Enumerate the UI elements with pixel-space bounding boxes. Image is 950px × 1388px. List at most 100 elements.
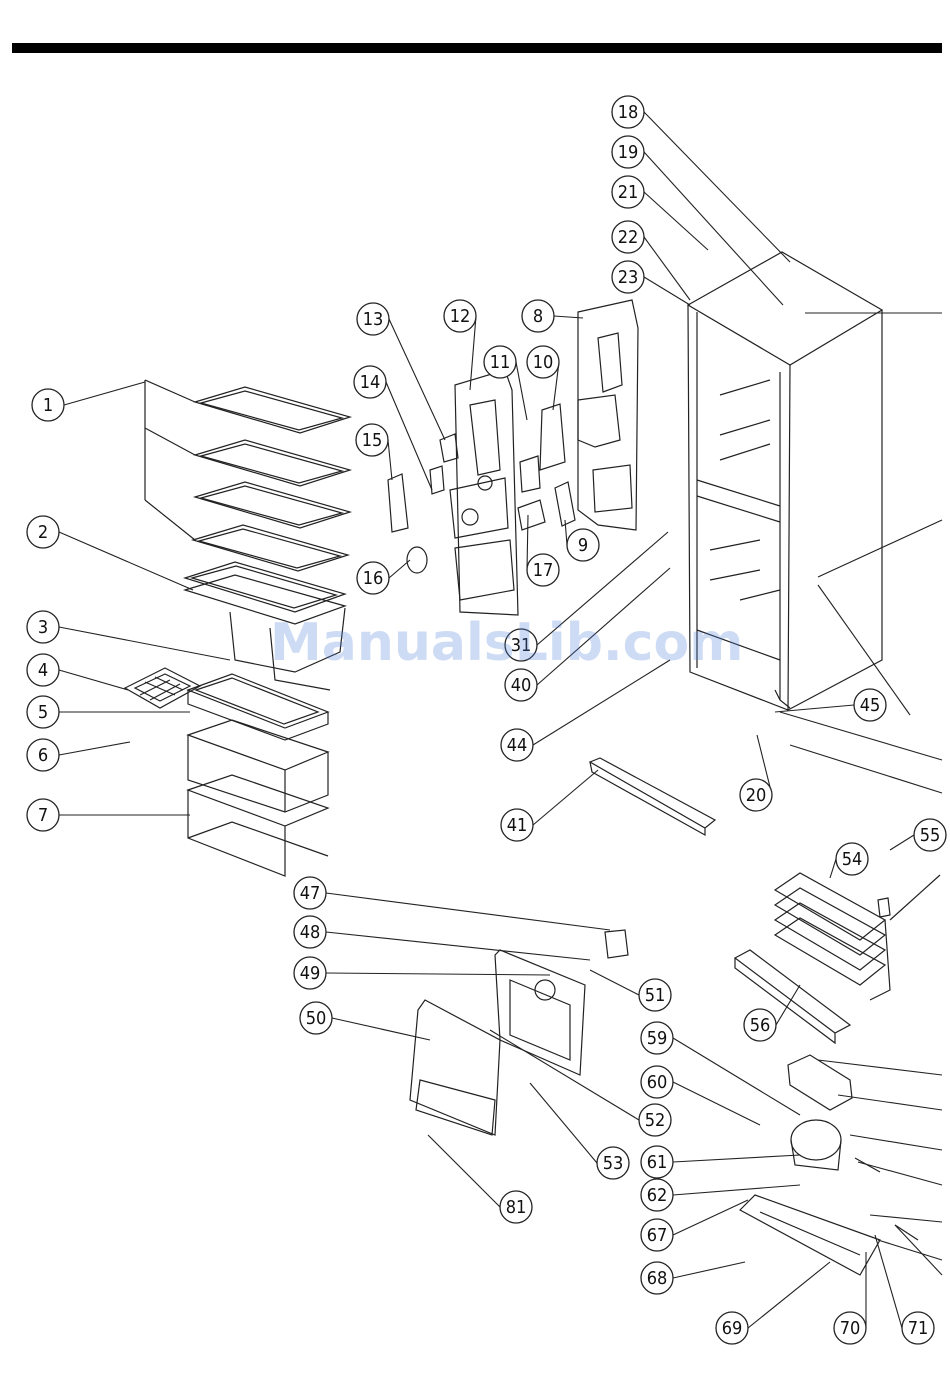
- callout-number-22: 22: [618, 227, 639, 248]
- callout-number-67: 67: [647, 1225, 668, 1246]
- callout-number-51: 51: [645, 985, 666, 1006]
- callout-number-70: 70: [840, 1318, 861, 1339]
- callout-number-60: 60: [647, 1072, 668, 1093]
- leader-line-49: [326, 973, 550, 975]
- callout-number-56: 56: [750, 1015, 771, 1036]
- callout-number-19: 19: [618, 142, 639, 163]
- leader-line-67: [673, 1200, 748, 1235]
- leader-line-6: [59, 742, 130, 755]
- leader-line-offpage: [780, 712, 942, 760]
- leader-line-2: [59, 532, 193, 590]
- callout-number-71: 71: [908, 1318, 929, 1339]
- callout-number-7: 7: [38, 805, 48, 826]
- callout-number-53: 53: [603, 1153, 624, 1174]
- callout-number-81: 81: [506, 1197, 527, 1218]
- leader-line-41: [533, 770, 598, 825]
- leader-line-19: [644, 152, 783, 305]
- leader-line-55: [890, 835, 914, 850]
- callout-number-54: 54: [842, 849, 863, 870]
- callout-number-62: 62: [647, 1185, 668, 1206]
- leader-line-offpage: [858, 1162, 942, 1185]
- egg-tray: [125, 668, 200, 708]
- callout-number-40: 40: [511, 675, 532, 696]
- callout-number-16: 16: [363, 568, 384, 589]
- leader-line-offpage: [818, 520, 942, 577]
- callout-number-2: 2: [38, 522, 48, 543]
- leader-line-15: [388, 440, 392, 480]
- glass-shelves: [193, 387, 350, 571]
- callout-number-41: 41: [507, 815, 528, 836]
- leader-line-69: [748, 1262, 830, 1328]
- callout-number-5: 5: [38, 702, 48, 723]
- parts-linework: [125, 252, 940, 1275]
- leader-line-offpage: [878, 1240, 942, 1260]
- callout-number-18: 18: [618, 102, 639, 123]
- leader-line-81: [428, 1135, 500, 1207]
- callout-number-48: 48: [300, 922, 321, 943]
- leader-line-offpage: [895, 1225, 942, 1275]
- base-plate: [740, 1195, 880, 1275]
- leader-line-52: [490, 1030, 639, 1120]
- freezer-drawers: [188, 674, 328, 876]
- callout-number-47: 47: [300, 883, 321, 904]
- leader-line-53: [530, 1083, 597, 1163]
- callout-number-68: 68: [647, 1268, 668, 1289]
- watermark: ManualsLib.com: [270, 613, 743, 673]
- leader-line-4: [59, 670, 128, 690]
- door-liner: [578, 300, 638, 530]
- callout-number-12: 12: [450, 306, 471, 327]
- callout-number-23: 23: [618, 267, 639, 288]
- callout-number-49: 49: [300, 963, 321, 984]
- kick-plate: [590, 758, 715, 835]
- leader-line-offpage: [818, 1060, 942, 1075]
- callout-number-55: 55: [920, 825, 941, 846]
- callout-number-1: 1: [43, 395, 53, 416]
- leader-line-16: [389, 560, 410, 578]
- leader-line-17: [527, 515, 528, 570]
- callout-number-3: 3: [38, 617, 48, 638]
- leader-line-50: [332, 1018, 430, 1040]
- compressor: [791, 1120, 841, 1170]
- header-rule: [12, 43, 942, 53]
- callout-number-21: 21: [618, 182, 639, 203]
- callout-number-69: 69: [722, 1318, 743, 1339]
- callout-number-11: 11: [490, 352, 511, 373]
- leader-line-51: [590, 970, 639, 995]
- leader-line-47: [326, 893, 610, 930]
- callout-number-59: 59: [647, 1028, 668, 1049]
- leader-line-1: [64, 382, 145, 405]
- leader-line-71: [875, 1235, 902, 1328]
- fan-housing: [410, 930, 628, 1135]
- leader-line-18: [644, 112, 790, 262]
- callout-number-45: 45: [860, 695, 881, 716]
- callout-number-50: 50: [306, 1008, 327, 1029]
- leader-line-offpage: [838, 1095, 942, 1110]
- leader-line-60: [673, 1082, 760, 1125]
- leader-line-offpage: [850, 1135, 942, 1150]
- leader-line-61: [673, 1155, 800, 1162]
- callout-number-10: 10: [533, 352, 554, 373]
- leader-line-3: [59, 627, 230, 660]
- leader-line-8: [554, 316, 583, 318]
- dispenser-panel: [450, 370, 518, 615]
- leader-line-48: [326, 932, 590, 960]
- leader-line-59: [673, 1038, 800, 1115]
- callout-number-14: 14: [360, 372, 381, 393]
- callout-number-61: 61: [647, 1152, 668, 1173]
- leader-line-62: [673, 1185, 800, 1195]
- callout-number-20: 20: [746, 785, 767, 806]
- callout-number-6: 6: [38, 745, 48, 766]
- leader-line-54: [830, 859, 836, 878]
- callout-number-4: 4: [38, 660, 48, 681]
- leader-line-21: [644, 192, 708, 250]
- leader-line-offpage: [790, 745, 942, 793]
- callout-number-17: 17: [533, 560, 554, 581]
- leader-line-11: [516, 362, 527, 420]
- leader-line-offpage: [870, 1215, 942, 1222]
- callout-number-15: 15: [362, 430, 383, 451]
- callout-number-9: 9: [578, 535, 588, 556]
- callout-number-44: 44: [507, 735, 528, 756]
- callout-number-52: 52: [645, 1110, 666, 1131]
